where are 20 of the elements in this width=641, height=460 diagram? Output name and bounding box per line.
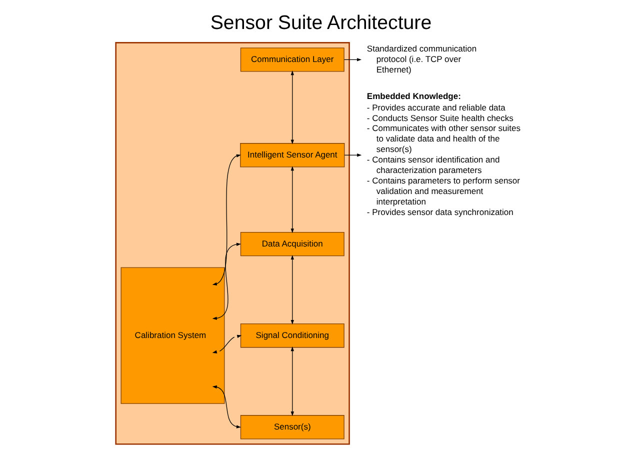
arrow	[212, 385, 241, 428]
arrow	[290, 346, 294, 416]
node-box: Data Acquisition	[240, 232, 344, 256]
arrow	[343, 58, 362, 62]
arrow	[212, 334, 242, 354]
node-box: Intelligent Sensor Agent	[240, 143, 344, 168]
arrow	[290, 254, 294, 325]
arrow	[290, 70, 294, 144]
node-box: Communication Layer	[240, 48, 344, 72]
arrow	[344, 154, 362, 157]
node-text: Standardized communication protocol (i.e. TCP over Ethernet)	[366, 43, 476, 74]
cluster	[114, 42, 350, 445]
node-text: Embedded Knowledge: - Provides accurate and reliable data - Conducts Sensor Suite health checks - Communicates with other sensor suites to validate data and health of the sensor(s) - Contains sensor identification and characterization parameters - Contains parameters to perform sensor validation and measurement interpretation - Provides sensor data synchronization	[366, 91, 520, 217]
arrow	[212, 242, 241, 320]
arrow	[290, 166, 294, 234]
node-box: Calibration System	[120, 267, 224, 404]
arrow	[212, 154, 241, 286]
diagram-title: Sensor Suite Architecture	[210, 12, 432, 34]
node-box: Signal Conditioning	[240, 324, 344, 348]
node-box: Sensor(s)	[240, 415, 344, 440]
